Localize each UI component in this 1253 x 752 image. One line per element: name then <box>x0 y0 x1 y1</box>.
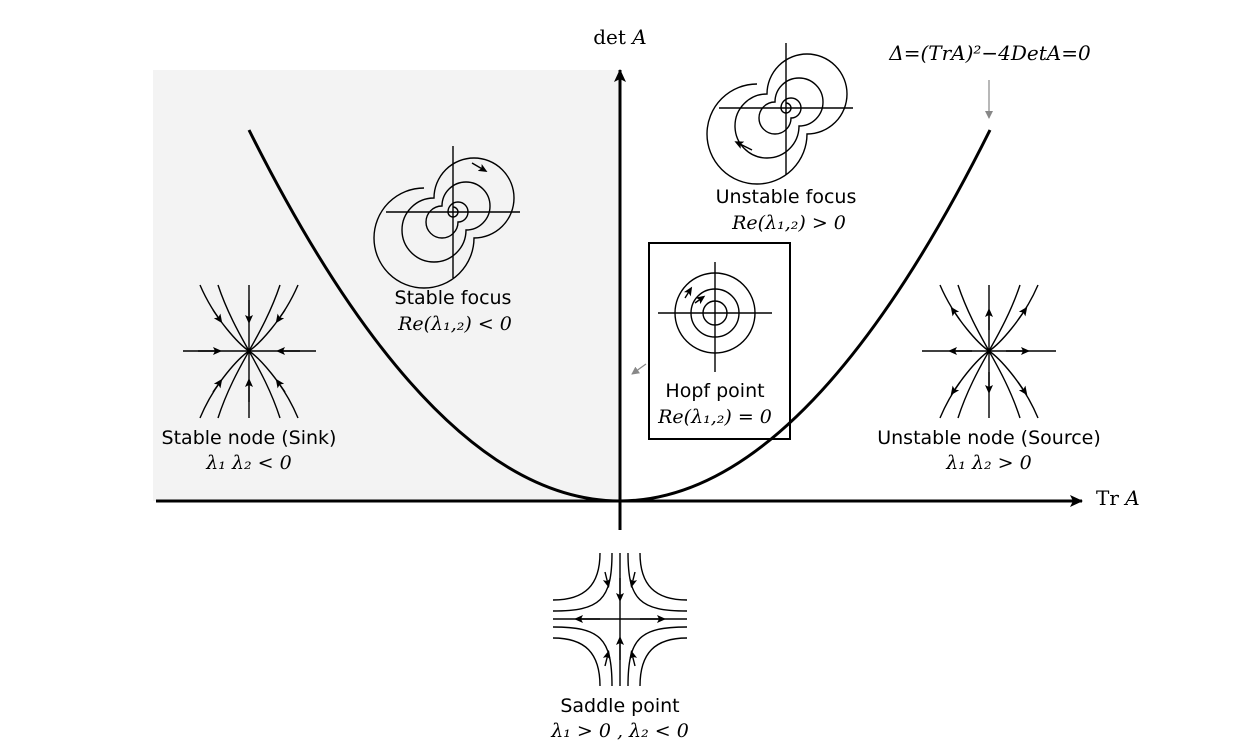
unstable-focus-title: Unstable focus <box>716 186 857 208</box>
hopf-portrait-icon <box>658 262 772 372</box>
unstable-focus-portrait-icon <box>706 43 853 185</box>
unstable-focus-condition: Re(λ₁,₂) > 0 <box>731 212 846 234</box>
stable-focus-portrait-icon <box>373 146 520 289</box>
stable-region-shading <box>153 70 620 501</box>
stable-focus-condition: Re(λ₁,₂) < 0 <box>397 313 512 335</box>
x-axis-label: Tr A <box>1096 486 1140 510</box>
saddle-title: Saddle point <box>560 695 679 717</box>
saddle-portrait-icon <box>552 552 688 687</box>
stable-node-title: Stable node (Sink) <box>162 427 337 449</box>
stable-focus-title: Stable focus <box>395 287 512 309</box>
hopf-box <box>648 242 791 440</box>
stable-node-portrait-icon <box>183 284 316 419</box>
y-axis-label: det A <box>593 25 647 49</box>
hopf-pointer-arrow <box>631 363 647 375</box>
discriminant-label: Δ=(TrA)²−4DetA=0 <box>888 41 1091 65</box>
unstable-node-portrait-icon <box>922 284 1056 419</box>
unstable-node-title: Unstable node (Source) <box>877 427 1101 449</box>
hopf-condition: Re(λ₁,₂) = 0 <box>657 406 772 428</box>
discriminant-parabola <box>247 129 992 503</box>
saddle-condition: λ₁ > 0 , λ₂ < 0 <box>550 720 689 742</box>
stable-node-condition: λ₁ λ₂ < 0 <box>205 452 291 474</box>
hopf-title: Hopf point <box>665 380 764 402</box>
unstable-node-condition: λ₁ λ₂ > 0 <box>945 452 1031 474</box>
